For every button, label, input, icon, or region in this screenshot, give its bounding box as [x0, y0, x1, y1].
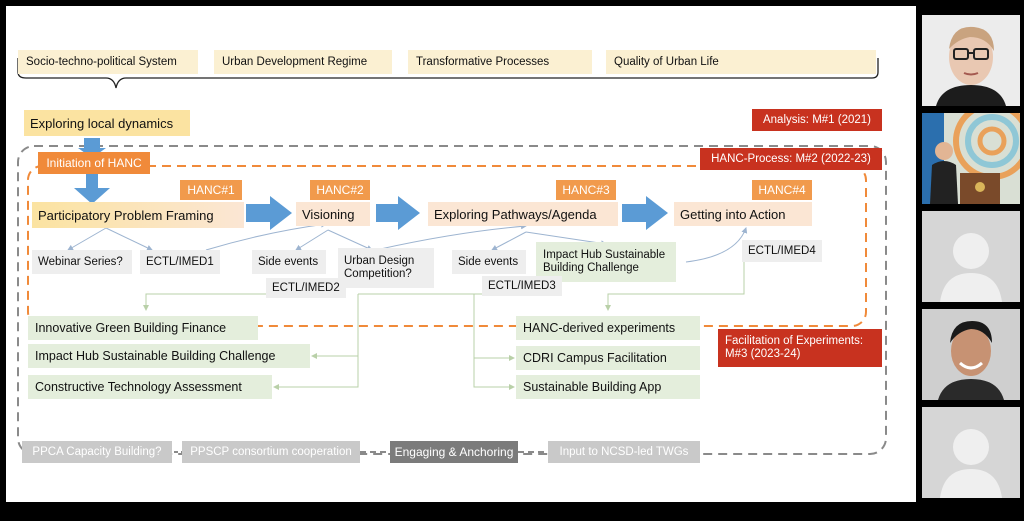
participant-tile-3[interactable]	[922, 211, 1020, 302]
outcome-impact-hub-challenge: Impact Hub Sustainable Building Challeng…	[28, 344, 310, 368]
diagram-connectors	[17, 58, 887, 455]
participant-tile-4[interactable]	[922, 309, 1020, 400]
label-quality-urban-life: Quality of Urban Life	[606, 50, 876, 74]
hanc1-tag: HANC#1	[180, 180, 242, 200]
presentation-slide: Socio-techno-political System Urban Deve…	[6, 6, 916, 502]
participant-tile-2[interactable]	[922, 113, 1020, 204]
flow-arrows	[74, 138, 668, 230]
bottom-engaging-anchoring: Engaging & Anchoring	[390, 441, 518, 463]
facilitation-badge: Facilitation of Experiments: M#3 (2023-2…	[718, 329, 882, 367]
exploring-local-dynamics: Exploring local dynamics	[24, 110, 190, 136]
participant-tile-1[interactable]	[922, 15, 1020, 106]
phase-problem-framing: Participatory Problem Framing	[32, 202, 244, 228]
event-webinar-series: Webinar Series?	[32, 250, 132, 274]
person-placeholder-icon	[922, 211, 1020, 302]
hanc2-tag: HANC#2	[310, 180, 370, 200]
outcome-hanc-experiments: HANC-derived experiments	[516, 316, 700, 340]
analysis-badge: Analysis: M#1 (2021)	[752, 109, 882, 131]
hanc-process-badge: HANC-Process: M#2 (2022-23)	[700, 148, 882, 170]
hanc3-tag: HANC#3	[556, 180, 616, 200]
label-urban-development-regime: Urban Development Regime	[214, 50, 392, 74]
bottom-input-ncsd: Input to NCSD-led TWGs	[548, 441, 700, 463]
outcome-sustainable-building-app: Sustainable Building App	[516, 375, 700, 399]
person-placeholder-icon	[922, 407, 1020, 498]
event-impact-hub: Impact Hub Sustainable Building Challeng…	[536, 242, 676, 282]
event-ectl-imed4: ECTL/IMED4	[742, 240, 822, 262]
phase-exploring-pathways: Exploring Pathways/Agenda	[428, 202, 618, 226]
smiling-man	[922, 309, 1020, 400]
event-side-events-2: Side events	[452, 250, 526, 274]
participant-tile-5[interactable]	[922, 407, 1020, 498]
label-transformative-processes: Transformative Processes	[408, 50, 592, 74]
outcome-green-building-finance: Innovative Green Building Finance	[28, 316, 258, 340]
event-ectl-imed2: ECTL/IMED2	[266, 278, 346, 298]
initiation-of-hanc: Initiation of HANC	[38, 152, 150, 174]
top-brace	[17, 58, 879, 89]
phase-visioning: Visioning	[296, 202, 370, 226]
bottom-ppca-capacity: PPCA Capacity Building?	[22, 441, 172, 463]
event-urban-design-competition: Urban Design Competition?	[338, 248, 434, 288]
bottom-ppscp-consortium: PPSCP consortium cooperation	[182, 441, 360, 463]
event-ectl-imed3: ECTL/IMED3	[482, 276, 562, 296]
outcome-cdri-campus: CDRI Campus Facilitation	[516, 346, 700, 370]
woman-with-glasses	[922, 15, 1020, 106]
speaker-at-podium	[922, 113, 1020, 204]
phase-getting-into-action: Getting into Action	[674, 202, 812, 226]
event-side-events-1: Side events	[252, 250, 326, 274]
event-ectl-imed1: ECTL/IMED1	[140, 250, 220, 274]
label-socio-techno-political: Socio-techno-political System	[18, 50, 198, 74]
hanc4-tag: HANC#4	[752, 180, 812, 200]
outcome-constructive-tech-assessment: Constructive Technology Assessment	[28, 375, 272, 399]
process-dashed-frame	[27, 165, 867, 327]
